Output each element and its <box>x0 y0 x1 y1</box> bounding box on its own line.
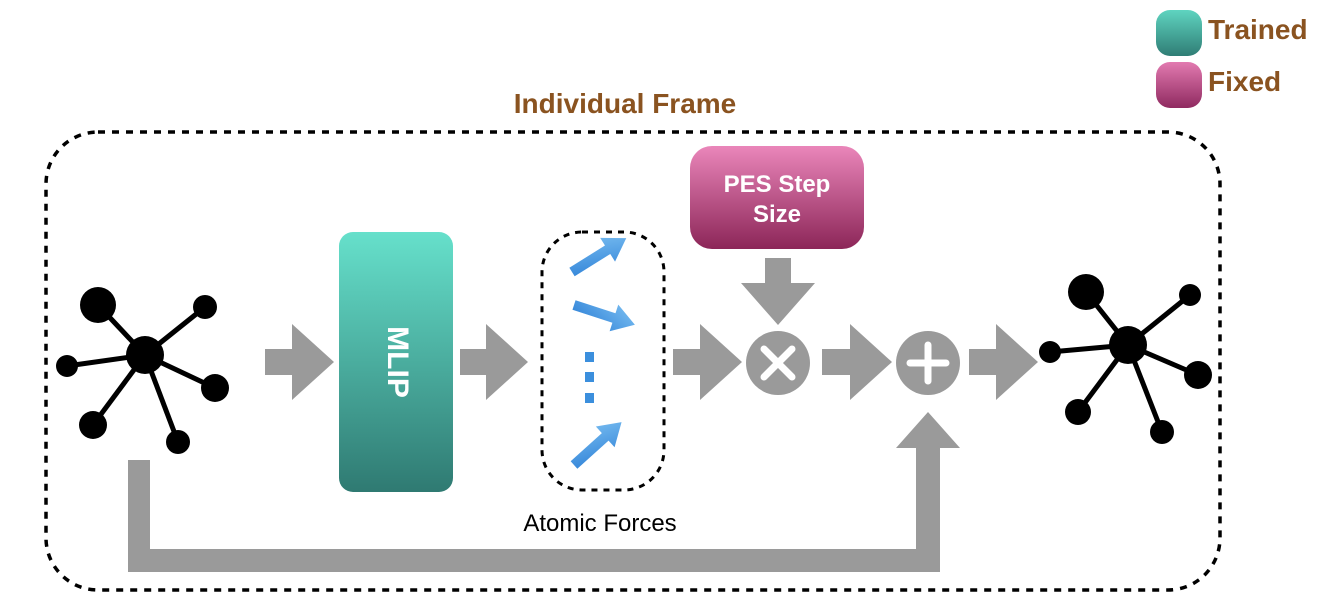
force-arrow-icon <box>569 237 627 277</box>
output-molecule-icon <box>1039 274 1212 444</box>
atomic-forces-label: Atomic Forces <box>523 510 677 537</box>
mlip-label: MLIP <box>381 326 414 398</box>
arrow-to-forces-icon <box>460 324 528 400</box>
arrow-to-output-icon <box>969 324 1038 400</box>
force-arrow-icon <box>570 422 622 469</box>
pes-step-size-label-line1: PES Step <box>724 171 831 198</box>
arrow-to-multiply-icon <box>673 324 742 400</box>
input-molecule-icon <box>56 287 229 454</box>
flow-arrows <box>128 258 1038 572</box>
forces-container <box>540 230 666 492</box>
pes-step-size-box <box>690 146 864 249</box>
force-arrow-icon <box>572 300 635 332</box>
skip-connection-arrow-icon <box>128 412 960 572</box>
legend-fixed-swatch <box>1156 62 1202 108</box>
ellipsis-dots-icon <box>585 352 594 403</box>
legend-trained-swatch <box>1156 10 1202 56</box>
arrow-step-down-icon <box>741 258 815 325</box>
frame-border <box>44 130 1222 592</box>
arrow-to-mlip-icon <box>265 324 334 400</box>
mlip-box <box>339 232 453 492</box>
arrow-to-add-icon <box>822 324 892 400</box>
plus-icon <box>896 331 960 395</box>
legend-trained-label: Trained <box>1208 14 1308 45</box>
force-vectors <box>569 237 635 469</box>
pes-step-size-label-line2: Size <box>753 201 801 228</box>
frame-title: Individual Frame <box>513 88 737 119</box>
legend-fixed-label: Fixed <box>1208 66 1282 97</box>
multiply-icon <box>746 331 810 395</box>
